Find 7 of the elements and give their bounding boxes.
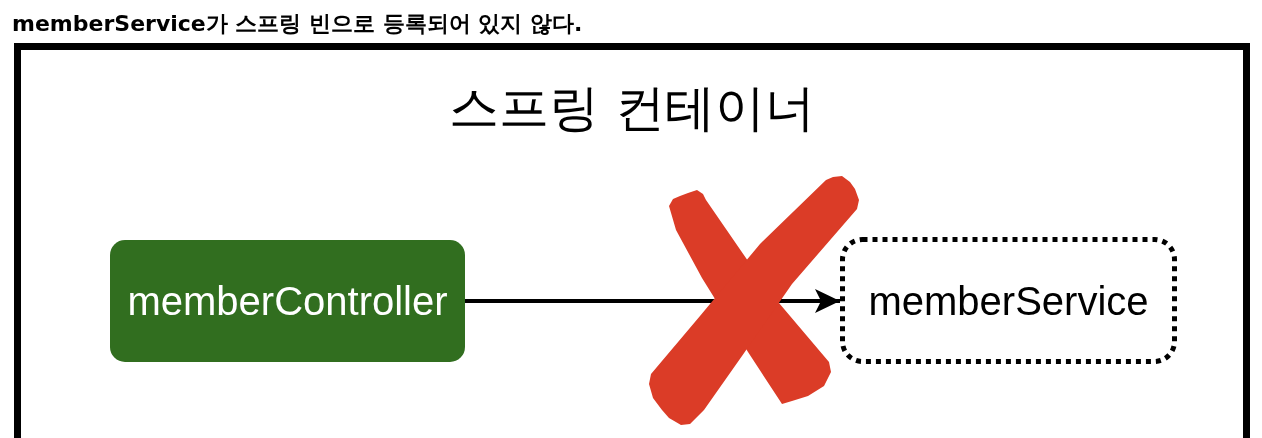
dotted-outline-box (840, 237, 1177, 364)
container-box (14, 43, 1250, 438)
node-label: memberController (127, 278, 448, 325)
component-box (110, 240, 465, 362)
diagram-title: memberService가 스프링 빈으로 등록되어 있지 않다. (12, 10, 583, 38)
container-title: 스프링 컨테이너 (448, 78, 816, 139)
node-label: memberService (868, 277, 1149, 325)
